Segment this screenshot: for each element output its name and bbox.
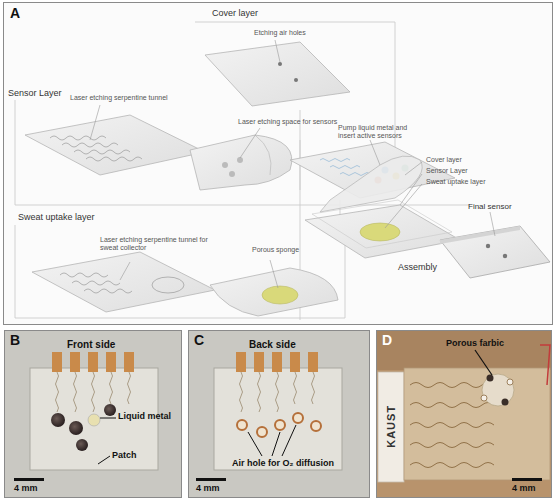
band-text: KAUST (385, 405, 398, 448)
panel-letter: B (10, 333, 20, 348)
scale-label: 4 mm (512, 483, 536, 493)
stack-note: Sensor Layer (426, 167, 468, 175)
step-note: Laser etching serpentine tunnel for swea… (100, 236, 210, 252)
sensor-layer-curl (190, 128, 292, 190)
panel-heading: Front side (67, 339, 115, 350)
stack-note: Sweat uptake layer (426, 178, 486, 186)
panel-background (3, 2, 553, 325)
stage-name: Assembly (398, 262, 437, 272)
panel-frame: D (376, 330, 552, 498)
cover-layer-plate (205, 40, 350, 106)
step-note: Pump liquid metal and insert active sens… (338, 124, 422, 140)
step-note: Laser etching space for sensors (238, 118, 337, 126)
panel-letter: C (194, 333, 204, 348)
scale-label: 4 mm (196, 483, 220, 493)
front-side-photo (4, 330, 182, 498)
scale-label: 4 mm (14, 483, 38, 493)
panel-letter: A (10, 6, 20, 21)
stage-name: Final sensor (468, 202, 512, 211)
guide-lines (15, 22, 470, 320)
stack-note: Cover layer (426, 156, 462, 164)
layer-name: Sensor Layer (8, 88, 62, 98)
panel-frame: C Back side (188, 330, 370, 498)
sweat-uptake-sheet (32, 252, 215, 312)
panel-letter: D (382, 333, 392, 348)
callout-label: Porous farbic (446, 338, 504, 348)
step-note: Laser etching serpentine tunnel (70, 94, 168, 102)
callout-label: Air hole for O₂ diffusion (232, 458, 334, 468)
arm-photo (376, 330, 552, 498)
callout-label: Liquid metal (118, 411, 171, 421)
layer-name: Sweat uptake layer (18, 212, 95, 222)
final-sensor (440, 212, 550, 278)
step-note: Porous sponge (252, 246, 299, 254)
sponge-sheet (210, 260, 338, 316)
panel-frame: A (3, 2, 553, 325)
back-side-photo (188, 330, 370, 498)
panel-heading: Back side (249, 339, 296, 350)
callout-label: Patch (112, 450, 137, 460)
step-note: Etching air holes (254, 29, 306, 37)
sensor-layer-sheet (25, 105, 205, 175)
layer-name: Cover layer (212, 8, 258, 18)
